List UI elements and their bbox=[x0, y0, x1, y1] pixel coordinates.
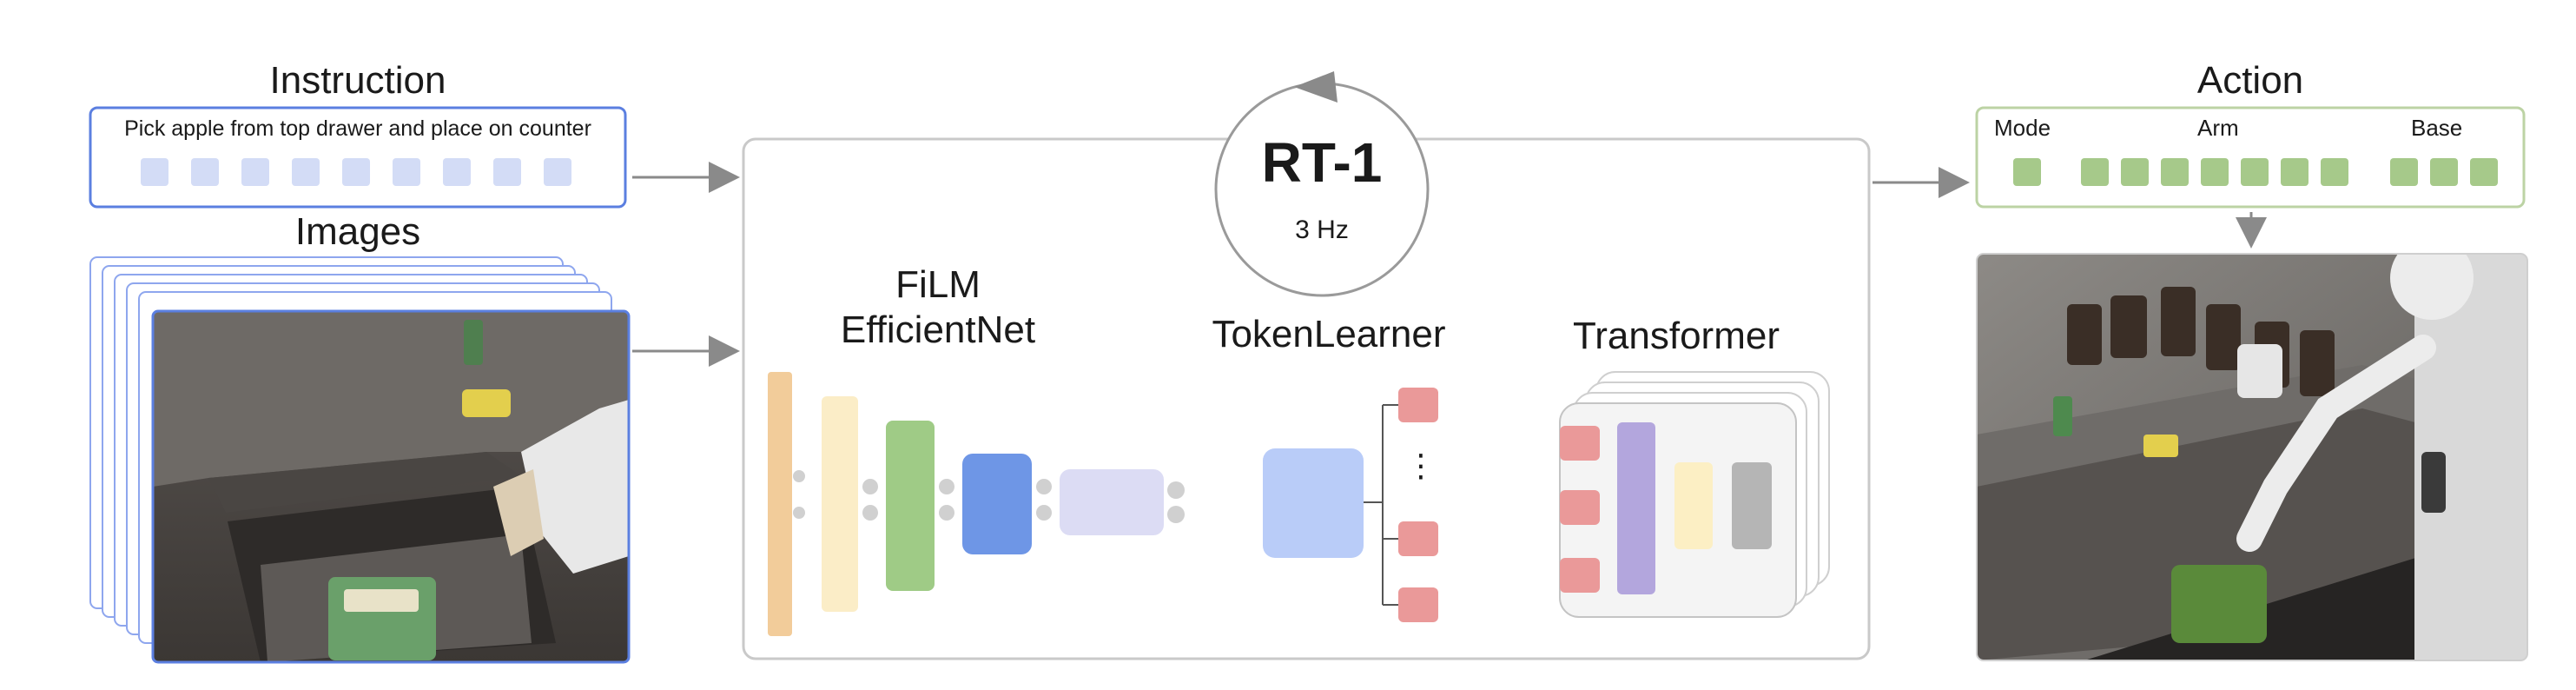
instruction-token bbox=[443, 158, 471, 186]
action-token-arm bbox=[2121, 158, 2149, 186]
action-token-arm bbox=[2201, 158, 2229, 186]
robot-kitchen-image bbox=[1976, 253, 2528, 661]
instruction-token bbox=[292, 158, 320, 186]
transformer-output bbox=[1732, 462, 1772, 549]
action-token-arm bbox=[2281, 158, 2308, 186]
tokenlearner-block bbox=[1263, 388, 1438, 622]
rt1-title: RT-1 bbox=[1261, 131, 1383, 194]
film-layer-1 bbox=[768, 372, 792, 636]
transformer-token bbox=[1560, 490, 1600, 525]
action-token-arm bbox=[2241, 158, 2269, 186]
learned-token bbox=[1398, 587, 1438, 622]
learned-token bbox=[1398, 388, 1438, 422]
action-arm-label: Arm bbox=[2197, 115, 2239, 141]
film-layer-2 bbox=[822, 396, 858, 612]
instruction-text: Pick apple from top drawer and place on … bbox=[124, 116, 591, 141]
transformer-token bbox=[1560, 558, 1600, 593]
action-token-base bbox=[2430, 158, 2458, 186]
action-token-arm bbox=[2321, 158, 2348, 186]
action-token-base bbox=[2390, 158, 2418, 186]
images-title: Images bbox=[294, 210, 421, 253]
instruction-token bbox=[493, 158, 521, 186]
film-efficientnet-layers bbox=[768, 372, 1185, 636]
drawer-scene-image bbox=[151, 309, 631, 664]
tokenlearner-label: TokenLearner bbox=[1212, 313, 1446, 355]
instruction-box bbox=[89, 106, 627, 209]
action-token-row bbox=[2013, 158, 2498, 186]
film-label: FiLM EfficientNet bbox=[808, 262, 1068, 353]
instruction-token bbox=[191, 158, 219, 186]
action-token-arm bbox=[2161, 158, 2189, 186]
instruction-token bbox=[393, 158, 420, 186]
instruction-token-row bbox=[141, 158, 571, 186]
transformer-ffn bbox=[1674, 462, 1713, 549]
transformer-token bbox=[1560, 426, 1600, 461]
action-base-label: Base bbox=[2411, 115, 2463, 141]
film-layer-4 bbox=[962, 454, 1032, 554]
instruction-title: Instruction bbox=[269, 59, 446, 102]
instruction-token bbox=[342, 158, 370, 186]
action-token-arm bbox=[2081, 158, 2109, 186]
instruction-token bbox=[141, 158, 168, 186]
action-token-mode bbox=[2013, 158, 2041, 186]
action-title: Action bbox=[2196, 59, 2304, 102]
rt1-rate: 3 Hz bbox=[1295, 216, 1349, 244]
action-box bbox=[1975, 106, 2526, 209]
film-layer-3 bbox=[886, 421, 935, 591]
cycle-arrowhead bbox=[1294, 71, 1338, 103]
learned-token bbox=[1398, 521, 1438, 556]
film-label-line2: EfficientNet bbox=[840, 309, 1036, 351]
film-layer-5 bbox=[1060, 469, 1164, 535]
film-label-line1: FiLM bbox=[895, 263, 981, 306]
action-token-base bbox=[2470, 158, 2498, 186]
tokenlearner-ellipsis: ⋮ bbox=[1405, 448, 1437, 483]
transformer-block bbox=[1559, 371, 1830, 618]
instruction-token bbox=[544, 158, 571, 186]
transformer-label: Transformer bbox=[1573, 315, 1780, 357]
transformer-attention bbox=[1617, 422, 1655, 594]
action-mode-label: Mode bbox=[1994, 115, 2051, 141]
instruction-token bbox=[241, 158, 269, 186]
